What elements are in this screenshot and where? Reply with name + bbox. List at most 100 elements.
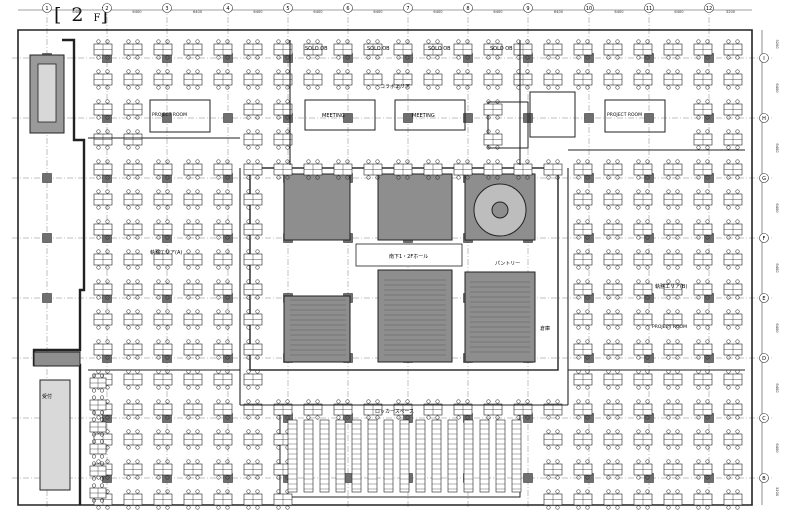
desk-cluster: [123, 249, 143, 270]
locker-row: [415, 419, 426, 493]
desk-cluster: [183, 339, 203, 360]
floor-label: [2F]: [54, 4, 118, 26]
desk-cluster: [89, 439, 107, 459]
locker-row: [463, 419, 474, 493]
desk-cluster: [153, 429, 173, 450]
exterior-wall: [17, 29, 753, 506]
locker-row: [303, 419, 314, 493]
desk-cluster: [663, 249, 683, 270]
desk-cluster: [453, 69, 473, 90]
desk-cluster: [603, 219, 623, 240]
desk-cluster: [243, 99, 263, 120]
grid-label-row: C: [762, 416, 766, 422]
desk-cluster: [603, 399, 623, 420]
desk-cluster: [723, 159, 743, 180]
desk-cluster: [183, 249, 203, 270]
desk-cluster: [273, 159, 293, 180]
desk-cluster: [183, 159, 203, 180]
desk-cluster: [723, 399, 743, 420]
grid-bubble-row: [759, 233, 769, 243]
desk-cluster: [723, 489, 743, 510]
desk-cluster: [663, 69, 683, 90]
grid-bubble-row: [759, 413, 769, 423]
desk-cluster: [603, 39, 623, 60]
grid-bubble-row: [759, 53, 769, 63]
desk-cluster: [543, 459, 563, 480]
locker-row: [319, 419, 330, 493]
desk-cluster: [513, 69, 533, 90]
desk-cluster: [213, 159, 233, 180]
desk-cluster: [153, 489, 173, 510]
desk-cluster: [603, 69, 623, 90]
desk-cluster: [243, 159, 263, 180]
desk-cluster: [483, 129, 503, 150]
desk-cluster: [183, 429, 203, 450]
grid-label-col: 7: [406, 6, 409, 12]
desk-cluster: [573, 69, 593, 90]
desk-cluster: [663, 339, 683, 360]
sw-stair: [33, 351, 81, 367]
desk-cluster: [723, 369, 743, 390]
desk-cluster: [393, 399, 413, 420]
desk-cluster: [693, 309, 713, 330]
desk-cluster: [213, 429, 233, 450]
desk-cluster: [633, 369, 653, 390]
desk-cluster: [213, 69, 233, 90]
desk-cluster: [243, 39, 263, 60]
desk-cluster: [333, 39, 353, 60]
core-shaft-4: [283, 295, 351, 363]
grid-label-col: 6: [346, 6, 349, 12]
desk-cluster: [393, 39, 413, 60]
desk-cluster: [93, 129, 113, 150]
dim-label-row: 3200: [775, 487, 779, 497]
desk-cluster: [243, 459, 263, 480]
text-layer: SOLO OB SOLO OB SOLO OB SOLO OB コラボエリア 南…: [42, 46, 687, 415]
desk-cluster: [663, 309, 683, 330]
desk-cluster: [423, 39, 443, 60]
desk-cluster: [243, 429, 263, 450]
locker-row: [383, 419, 394, 493]
desk-cluster: [663, 429, 683, 450]
desk-cluster: [633, 279, 653, 300]
desk-cluster: [273, 69, 293, 90]
desk-cluster: [663, 489, 683, 510]
grid-bubble-col: [102, 3, 112, 13]
desk-cluster: [723, 459, 743, 480]
desk-cluster: [573, 489, 593, 510]
dim-label-col: 6400: [373, 10, 383, 14]
label-project-room-2: PROJECT ROOM: [607, 112, 642, 118]
dim-label-col: 6400: [493, 10, 503, 14]
desk-cluster: [603, 489, 623, 510]
dim-label-col: 6400: [433, 10, 443, 14]
elevator-hall: [355, 243, 463, 267]
dim-label-row: 6400: [775, 323, 779, 333]
desk-cluster: [693, 69, 713, 90]
desk-cluster: [333, 159, 353, 180]
desk-cluster: [183, 279, 203, 300]
desk-cluster: [213, 219, 233, 240]
desk-cluster: [93, 219, 113, 240]
desk-cluster: [693, 159, 713, 180]
desk-cluster: [89, 461, 107, 481]
reception: [39, 379, 71, 491]
desk-cluster: [723, 219, 743, 240]
grid-label-row: D: [762, 356, 766, 362]
desk-cluster: [603, 369, 623, 390]
desk-cluster: [633, 189, 653, 210]
desk-cluster: [693, 429, 713, 450]
desk-cluster: [483, 99, 503, 120]
label-solo-1: SOLO OB: [305, 46, 328, 52]
desk-cluster: [543, 39, 563, 60]
desk-cluster: [303, 39, 323, 60]
desk-cluster: [303, 159, 323, 180]
desk-cluster: [633, 399, 653, 420]
locker-row: [399, 419, 410, 493]
desk-cluster: [93, 159, 113, 180]
grid-label-row: I: [763, 56, 764, 62]
label-pantry: パントリー: [495, 261, 520, 267]
desk-cluster: [633, 429, 653, 450]
grid-label-col: 2: [105, 6, 108, 12]
structural-column: [644, 113, 654, 123]
grid-bubble-row: [759, 173, 769, 183]
desk-cluster: [213, 339, 233, 360]
